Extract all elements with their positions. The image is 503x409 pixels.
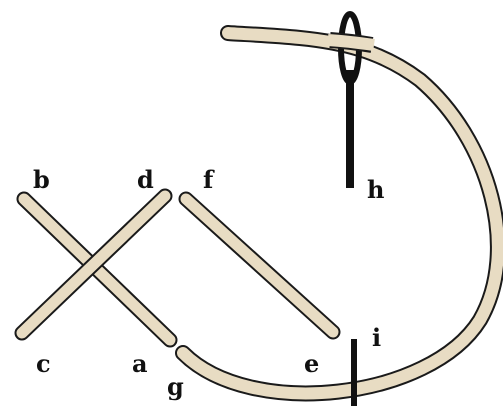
- label-f: f: [203, 165, 215, 194]
- label-a: a: [132, 349, 148, 378]
- label-i: i: [372, 323, 381, 352]
- label-b: b: [33, 165, 50, 194]
- label-c: c: [36, 349, 51, 378]
- label-h: h: [367, 175, 384, 204]
- working-thread: [183, 33, 498, 393]
- label-g: g: [167, 372, 184, 401]
- label-e: e: [304, 349, 319, 378]
- label-d: d: [137, 165, 154, 194]
- stitch-f-e: [186, 199, 333, 332]
- needle-icon: [328, 14, 374, 188]
